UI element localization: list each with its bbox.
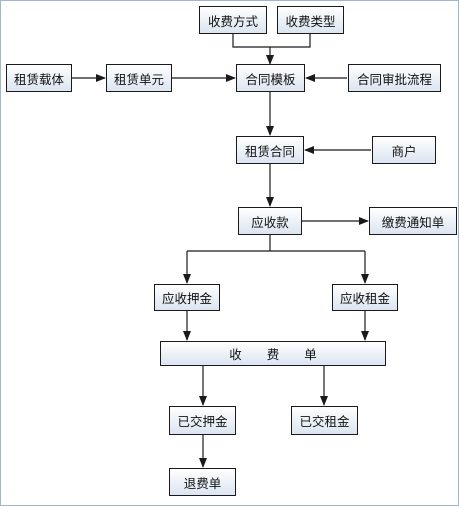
node-deposit-paid: 已交押金 bbox=[169, 406, 236, 435]
node-charge-method-label: 收费方式 bbox=[207, 13, 258, 29]
node-receivable: 应收款 bbox=[238, 207, 302, 235]
node-payment-notice-label: 缴费通知单 bbox=[381, 214, 445, 230]
node-contract-approval-label: 合同审批流程 bbox=[356, 71, 432, 87]
node-rental-unit: 租赁单元 bbox=[106, 64, 172, 92]
node-charge-type: 收费类型 bbox=[277, 6, 344, 34]
node-rent-receivable-label: 应收租金 bbox=[339, 291, 390, 306]
node-lease-contract-label: 租赁合同 bbox=[244, 143, 295, 159]
node-deposit-receivable-label: 应收押金 bbox=[161, 291, 212, 306]
edge-charge-method-to-template bbox=[232, 34, 270, 48]
node-rent-receivable: 应收租金 bbox=[332, 284, 398, 311]
node-contract-approval: 合同审批流程 bbox=[348, 64, 441, 92]
node-contract-template-label: 合同模板 bbox=[245, 71, 296, 87]
node-rental-carrier: 租赁载体 bbox=[6, 64, 72, 92]
node-payment-notice: 缴费通知单 bbox=[369, 207, 457, 235]
edge-charge-type-to-template bbox=[270, 34, 311, 48]
node-charge-type-label: 收费类型 bbox=[285, 13, 336, 29]
node-charge-slip: 收 费 单 bbox=[160, 341, 386, 366]
node-merchant-label: 商户 bbox=[391, 143, 417, 159]
node-merchant: 商户 bbox=[372, 136, 436, 164]
node-charge-method: 收费方式 bbox=[199, 6, 267, 34]
node-refund-slip: 退费单 bbox=[169, 468, 236, 496]
node-rental-carrier-label: 租赁载体 bbox=[13, 71, 64, 87]
node-rent-paid: 已交租金 bbox=[291, 406, 358, 435]
node-deposit-receivable: 应收押金 bbox=[154, 284, 220, 311]
node-charge-slip-label: 收 费 单 bbox=[229, 347, 317, 362]
node-contract-template: 合同模板 bbox=[236, 64, 305, 92]
node-rent-paid-label: 已交租金 bbox=[299, 414, 350, 429]
node-refund-slip-label: 退费单 bbox=[183, 475, 222, 491]
node-receivable-label: 应收款 bbox=[251, 214, 289, 230]
node-deposit-paid-label: 已交押金 bbox=[177, 414, 228, 429]
node-lease-contract: 租赁合同 bbox=[236, 136, 304, 164]
node-rental-unit-label: 租赁单元 bbox=[113, 71, 164, 87]
